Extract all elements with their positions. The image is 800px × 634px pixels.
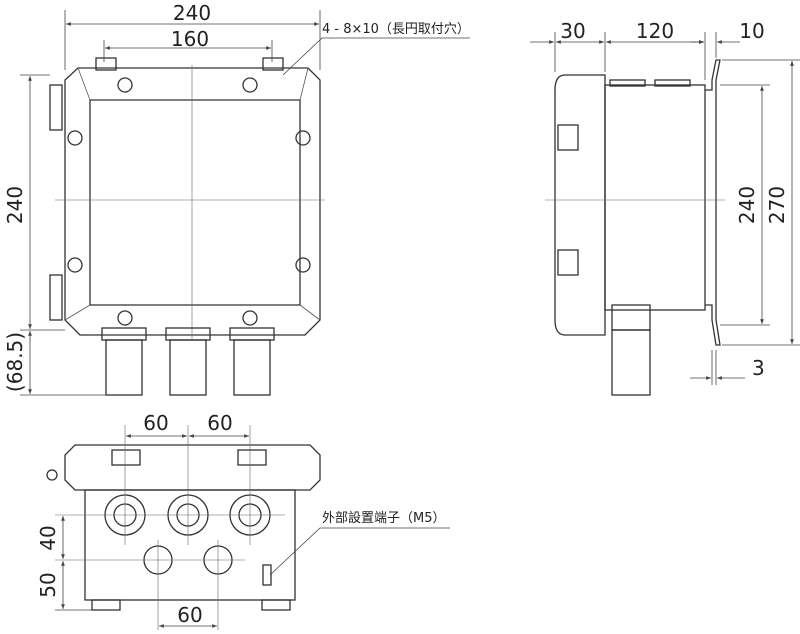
dim-gland-pitch-2: 60 xyxy=(207,411,232,435)
cable-glands xyxy=(101,327,275,396)
dim-body-depth: 120 xyxy=(636,19,674,43)
dim-bracket-height: 270 xyxy=(765,186,789,224)
dim-side-height: 240 xyxy=(735,186,759,224)
note-mounting-holes: 4 - 8×10（長円取付穴） xyxy=(322,22,470,37)
screw-icons xyxy=(67,77,311,326)
dim-lower-pitch: 60 xyxy=(177,603,202,627)
dim-bracket-thickness: 3 xyxy=(752,356,765,380)
note-ground-terminal: 外部設置端子（M5） xyxy=(322,510,446,526)
front-view: 240 160 240 (68.5) 4 - 8×10（長円取付穴） xyxy=(3,1,470,396)
gland-holes xyxy=(104,494,271,575)
dim-gland-length: (68.5) xyxy=(3,332,27,392)
dim-bracket-offset: 10 xyxy=(739,19,764,43)
dim-base-offset: 50 xyxy=(36,572,60,597)
side-view: 30 120 10 240 270 3 xyxy=(530,19,800,396)
dim-cover-depth: 30 xyxy=(560,19,585,43)
dim-front-height: 240 xyxy=(3,186,27,224)
dim-gland-pitch-1: 60 xyxy=(143,411,168,435)
dim-row-spacing: 40 xyxy=(36,525,60,550)
ground-terminal-icon xyxy=(262,564,272,586)
dim-front-width: 240 xyxy=(173,1,211,25)
bottom-view: 60 60 40 50 60 外部設置端子（M5） xyxy=(36,411,450,630)
dim-hole-pitch: 160 xyxy=(171,27,209,51)
